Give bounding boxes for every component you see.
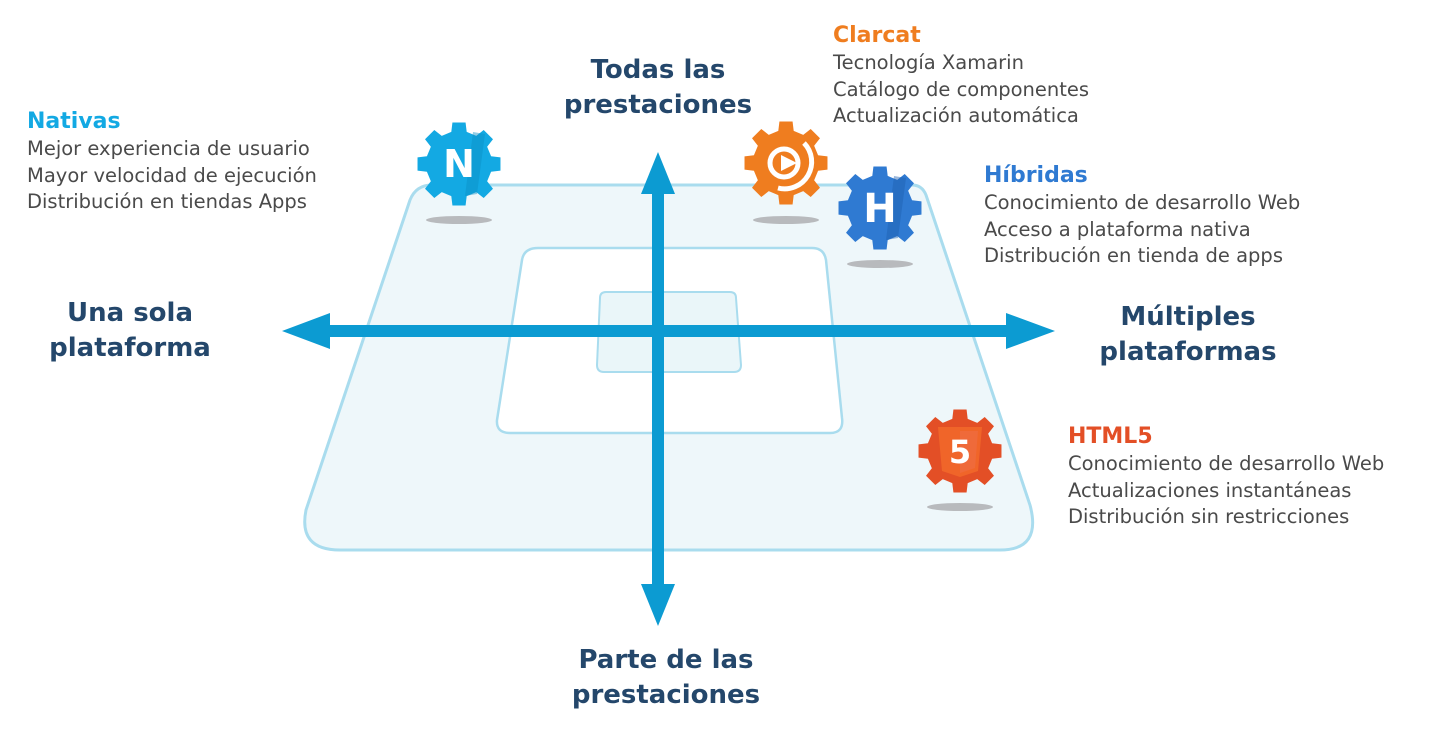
clarcat-line-1: Tecnología Xamarin xyxy=(833,51,1024,74)
axis-label-right-line1: Múltiples xyxy=(1120,302,1256,332)
clarcat-line-3: Actualización automática xyxy=(833,104,1079,127)
axis-label-bottom-line1: Parte de las xyxy=(578,645,754,675)
html5-line-3: Distribución sin restricciones xyxy=(1068,505,1350,528)
vertical-axis xyxy=(652,192,664,586)
axis-label-left: Una sola plataforma xyxy=(30,296,230,366)
axis-label-bottom-line2: prestaciones xyxy=(571,680,761,710)
clarcat-line-2: Catálogo de componentes xyxy=(833,77,1090,101)
clarcat-info: Clarcat Tecnología Xamarin Catálogo de c… xyxy=(833,22,1089,130)
right-arrowhead-icon xyxy=(1006,313,1055,349)
gear-h-letter: H xyxy=(863,186,896,232)
nativas-line-1: Mejor experiencia de usuario xyxy=(27,137,310,160)
axis-label-top-line2: prestaciones xyxy=(563,90,753,120)
top-arrowhead-icon xyxy=(641,152,675,194)
nativas-shadow xyxy=(426,216,492,224)
hibridas-info: Híbridas Conocimiento de desarrollo Web … xyxy=(984,162,1300,270)
hibridas-shadow xyxy=(847,260,913,268)
gear-n-letter: N xyxy=(443,142,475,186)
axis-label-top-line1: Todas las xyxy=(590,55,726,85)
icon-shadows xyxy=(426,216,993,511)
bottom-arrowhead-icon xyxy=(641,584,675,626)
html5-info: HTML5 Conocimiento de desarrollo Web Act… xyxy=(1068,423,1384,531)
clarcat-shadow xyxy=(753,216,819,224)
nativas-line-3: Distribución en tiendas Apps xyxy=(27,190,307,213)
gear-html5-letter: 5 xyxy=(949,433,971,471)
horizontal-axis xyxy=(320,325,1016,337)
hibridas-title: Híbridas xyxy=(984,163,1088,188)
axis-label-left-line1: Una sola xyxy=(66,298,193,328)
gear-html5-icon: 5 xyxy=(918,409,1002,493)
left-arrowhead-icon xyxy=(282,313,330,349)
nativas-line-2: Mayor velocidad de ejecución xyxy=(27,163,317,187)
axes xyxy=(282,152,1055,626)
nativas-title: Nativas xyxy=(27,109,121,134)
gear-n-icon: N xyxy=(417,122,501,206)
axis-label-top: Todas las prestaciones xyxy=(538,53,778,123)
axis-label-left-line2: plataforma xyxy=(49,333,211,363)
nativas-info: Nativas Mejor experiencia de usuario May… xyxy=(27,108,317,216)
axis-label-right: Múltiples plataformas xyxy=(1078,300,1298,370)
hibridas-line-1: Conocimiento de desarrollo Web xyxy=(984,191,1301,214)
clarcat-title: Clarcat xyxy=(833,23,921,48)
hibridas-line-3: Distribución en tienda de apps xyxy=(984,244,1283,267)
html5-title: HTML5 xyxy=(1068,424,1153,449)
html5-shadow xyxy=(927,503,993,511)
html5-line-2: Actualizaciones instantáneas xyxy=(1068,478,1352,502)
hibridas-line-2: Acceso a plataforma nativa xyxy=(984,217,1251,241)
gear-h-icon: H xyxy=(838,166,922,250)
gear-play-icon xyxy=(744,121,828,205)
axis-label-right-line2: plataformas xyxy=(1099,337,1277,367)
axis-label-bottom: Parte de las prestaciones xyxy=(536,643,796,713)
html5-line-1: Conocimiento de desarrollo Web xyxy=(1068,452,1385,475)
